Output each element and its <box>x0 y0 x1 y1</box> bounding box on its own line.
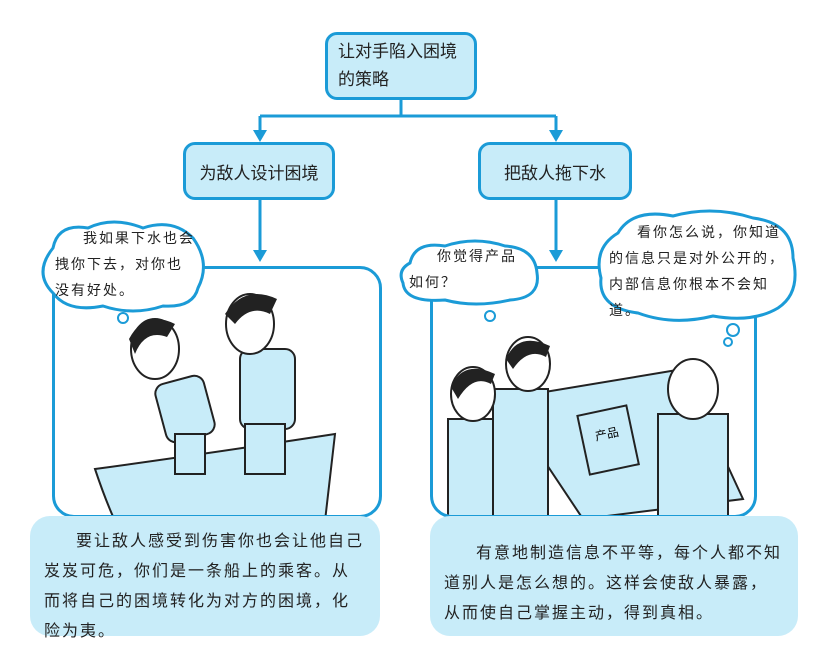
branch-label-right: 把敌人拖下水 <box>504 163 606 184</box>
thought-cloud-shape <box>399 239 539 322</box>
branch-node-left: 为敌人设计困境 <box>183 142 335 200</box>
thought-cloud-shape <box>597 209 797 347</box>
product-box-label: 产品 <box>594 425 620 444</box>
thought-cloud-shape <box>41 220 205 324</box>
bubble-text-right-large: 看你怎么说，你知道的信息只是对外公开的，内部信息你根本不会知道。 <box>609 225 785 319</box>
description-left: 要让敌人感受到伤害你也会让他自己岌岌可危，你们是一条船上的乘客。从而将自己的困境… <box>30 516 380 640</box>
branch-label-left: 为敌人设计困境 <box>199 163 319 184</box>
meeting-illustration: 产品 <box>447 336 745 515</box>
description-right: 有意地制造信息不平等，每个人都不知道别人是怎么想的。这样会使敌人暴露，从而使自己… <box>430 516 798 636</box>
root-node: 让对手陷入困境的策略 <box>325 32 477 100</box>
branch-node-right: 把敌人拖下水 <box>478 142 632 200</box>
speech-bubble-right-small: 你觉得产品如何？ <box>395 238 543 322</box>
speech-bubble-right-large: 看你怎么说，你知道的信息只是对外公开的，内部信息你根本不会知道。 <box>593 208 803 347</box>
speech-bubble-left: 我如果下水也会拽你下去，对你也没有好处。 <box>33 218 208 324</box>
bubble-text-left: 我如果下水也会拽你下去，对你也没有好处。 <box>55 231 195 299</box>
description-text-left: 要让敌人感受到伤害你也会让他自己岌岌可危，你们是一条船上的乘客。从而将自己的困境… <box>44 531 365 640</box>
root-label: 让对手陷入困境的策略 <box>338 42 457 90</box>
description-text-right: 有意地制造信息不平等，每个人都不知道别人是怎么想的。这样会使敌人暴露，从而使自己… <box>444 543 783 622</box>
two-men-on-boat-illustration <box>93 293 337 515</box>
bubble-text-right-small: 你觉得产品如何？ <box>409 249 517 291</box>
